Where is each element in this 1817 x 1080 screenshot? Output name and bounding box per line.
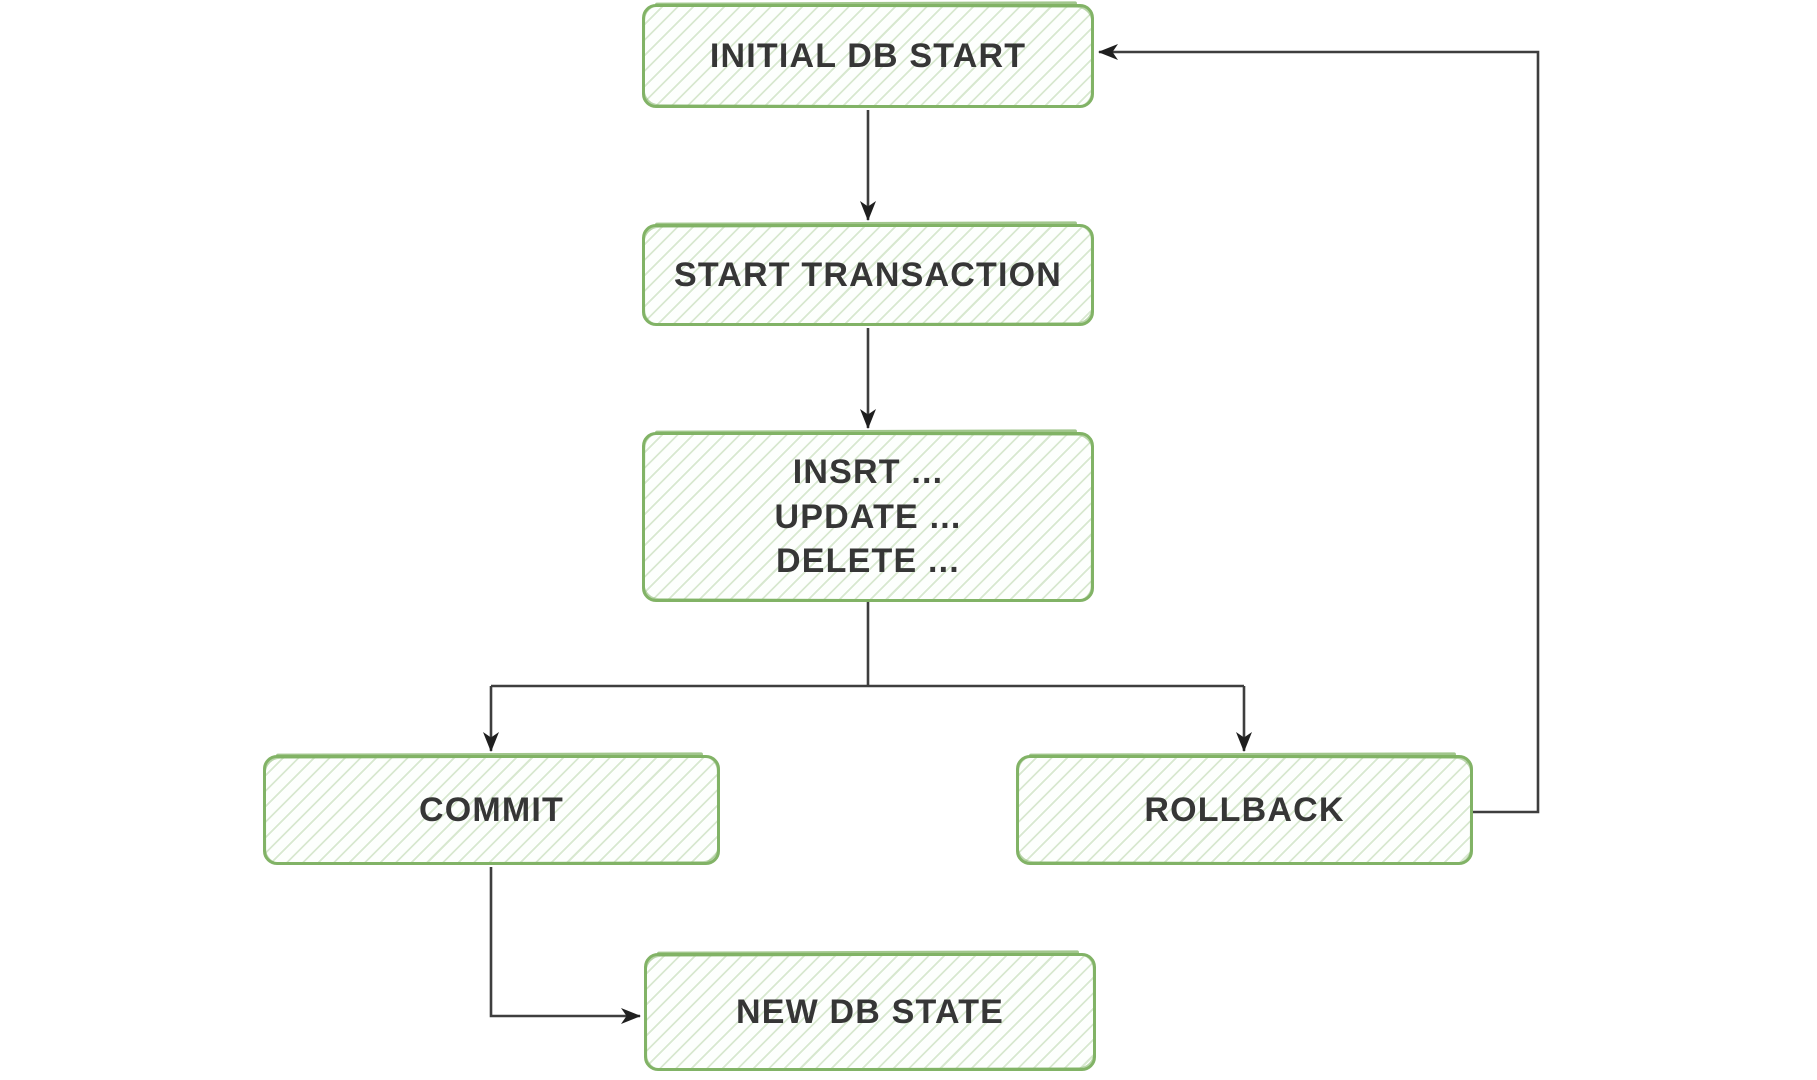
node-label: COMMIT [418,790,565,829]
node-label-line-insert: INSRT ... [792,452,944,491]
node-label-line-update: UPDATE ... [774,497,962,536]
node-label: ROLLBACK [1144,790,1345,829]
node-label-line-delete: DELETE ... [776,542,960,581]
node-commit: COMMIT [263,755,720,865]
edge-commit-to-new-db-state [489,867,641,1024]
node-dml-statements: INSRT ... UPDATE ... DELETE ... [642,432,1094,602]
node-label: INITIAL DB START [709,36,1027,75]
node-label: NEW DB STATE [735,992,1005,1031]
node-label: START TRANSACTION [673,255,1063,294]
edge-rollback-to-initial [1098,44,1540,814]
node-new-db-state: NEW DB STATE [644,953,1096,1071]
node-initial-db-start: INITIAL DB START [642,4,1094,108]
node-rollback: ROLLBACK [1016,755,1473,865]
node-start-transaction: START TRANSACTION [642,224,1094,326]
